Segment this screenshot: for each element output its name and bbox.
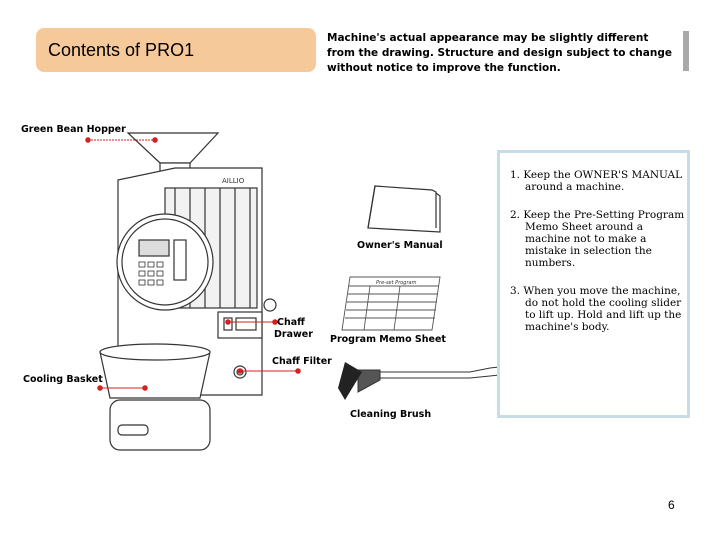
notes-list: 1. Keep the OWNER'S MANUAL around a mach… xyxy=(510,169,685,349)
title-box: Contents of PRO1 xyxy=(36,28,316,72)
program-memo-label: Program Memo Sheet xyxy=(330,334,446,345)
page-number: 6 xyxy=(668,498,675,512)
chaff-drawer-label-line2: Drawer xyxy=(274,329,313,340)
cleaning-brush-label: Cleaning Brush xyxy=(350,409,432,420)
page-title: Contents of PRO1 xyxy=(48,39,195,60)
hopper-funnel xyxy=(126,132,220,164)
memo-sheet-illustration xyxy=(341,276,441,331)
control-panel xyxy=(116,213,214,311)
note-item: 1. Keep the OWNER'S MANUAL around a mach… xyxy=(510,169,683,193)
chaff-filter-label: Chaff Filter xyxy=(272,356,332,367)
hopper-label: Green Bean Hopper xyxy=(21,124,126,135)
notes-box: 1. Keep the OWNER'S MANUAL around a mach… xyxy=(497,150,690,418)
chaff-drawer-label-line1: Chaff xyxy=(277,317,305,328)
cooling-basket-label: Cooling Basket xyxy=(23,374,103,385)
side-bar-decoration xyxy=(683,31,689,71)
note-item: 3. When you move the machine, do not hol… xyxy=(510,285,682,333)
memo-sheet-heading: Pre-set Program xyxy=(376,280,417,286)
brand-label: AILLIO xyxy=(222,177,245,185)
owners-manual-label: Owner's Manual xyxy=(357,240,443,251)
owners-manual-illustration xyxy=(367,185,441,233)
note-item: 2. Keep the Pre-Setting Program Memo She… xyxy=(510,209,685,269)
disclaimer-text: Machine's actual appearance may be sligh… xyxy=(327,32,672,74)
